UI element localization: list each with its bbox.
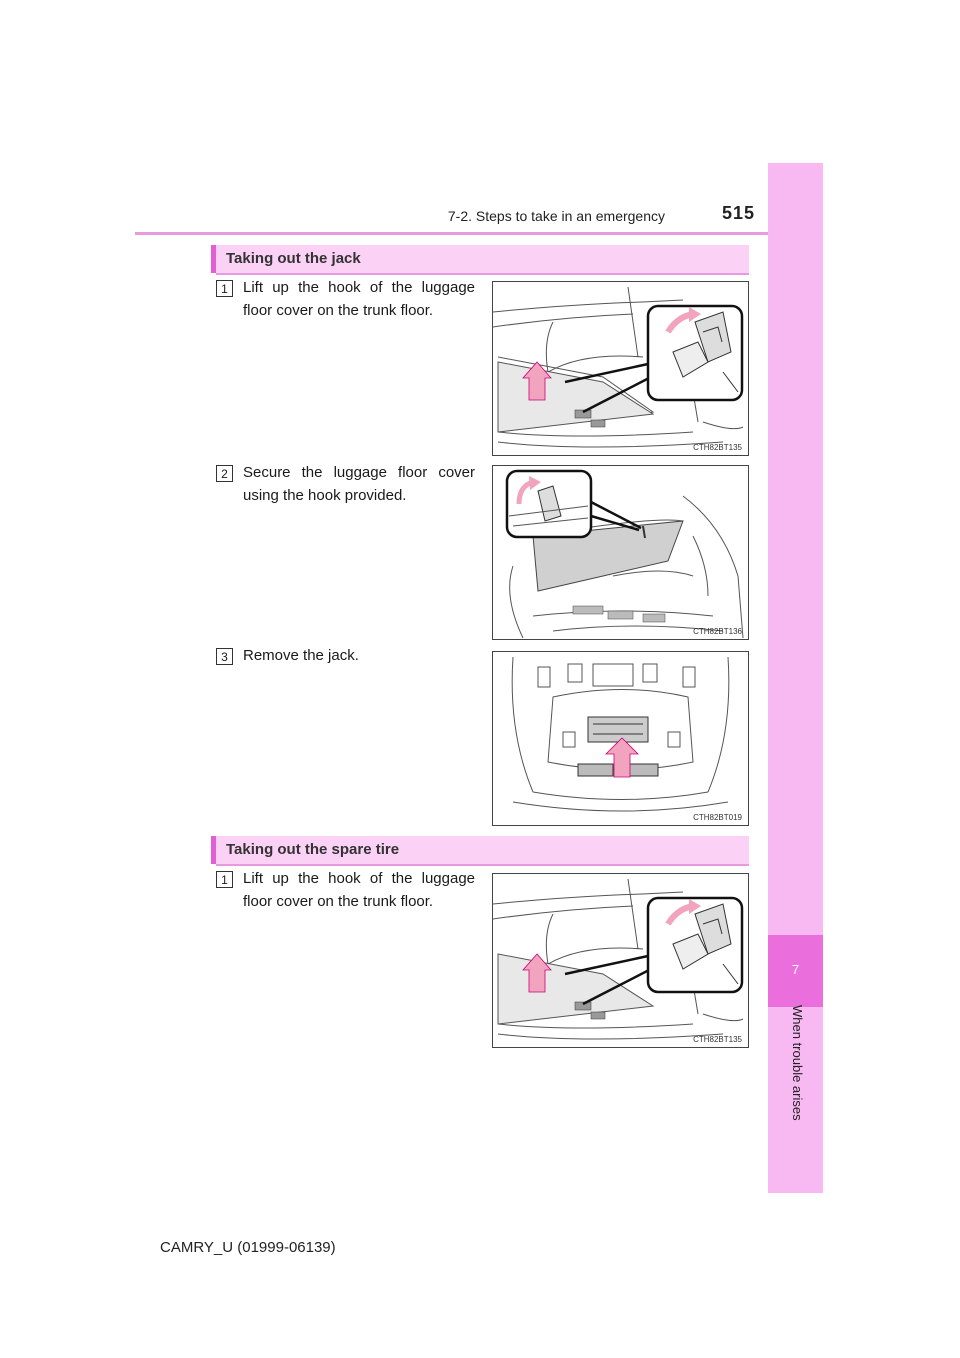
page-number: 515 bbox=[721, 203, 755, 223]
figure-code: CTH82BT135 bbox=[693, 443, 742, 452]
step-text: Secure the luggage floor cover using the… bbox=[243, 464, 475, 504]
chapter-number: 7 bbox=[791, 962, 800, 977]
step-text: Remove the jack. bbox=[243, 647, 359, 664]
figure-code: CTH82BT136 bbox=[693, 627, 742, 636]
chapter-side-tab bbox=[768, 163, 823, 1193]
chapter-number-block bbox=[768, 935, 823, 1007]
figure-lift-hook: CTH82BT135 bbox=[492, 281, 749, 456]
figure-remove-jack: CTH82BT019 bbox=[492, 651, 749, 826]
step-number: 3 bbox=[216, 648, 233, 665]
figure-lift-hook-2: CTH82BT135 bbox=[492, 873, 749, 1048]
figure-code: CTH82BT135 bbox=[693, 1035, 742, 1044]
step-number: 1 bbox=[216, 871, 233, 888]
section-title: Taking out the jack bbox=[226, 250, 361, 267]
step-text: Lift up the hook of the luggage floor co… bbox=[243, 279, 475, 319]
step-number: 1 bbox=[216, 280, 233, 297]
step-number: 2 bbox=[216, 465, 233, 482]
trunk-hook-illustration bbox=[493, 286, 744, 448]
section-heading-jack: Taking out the jack bbox=[211, 245, 749, 275]
chapter-title: When trouble arises bbox=[790, 1005, 805, 1121]
header-rule bbox=[135, 232, 823, 235]
trunk-hook-illustration bbox=[493, 878, 744, 1040]
section-title: Taking out the spare tire bbox=[226, 841, 400, 858]
running-header-title: 7-2. Steps to take in an emergency bbox=[447, 208, 665, 224]
step-text: Lift up the hook of the luggage floor co… bbox=[243, 870, 475, 910]
figure-secure-cover: CTH82BT136 bbox=[492, 465, 749, 640]
remove-jack-illustration bbox=[511, 656, 730, 812]
secure-cover-illustration bbox=[505, 469, 744, 639]
figure-code: CTH82BT019 bbox=[693, 813, 742, 822]
section-heading-spare-tire: Taking out the spare tire bbox=[211, 836, 749, 866]
document-id: CAMRY_U (01999-06139) bbox=[160, 1239, 336, 1256]
